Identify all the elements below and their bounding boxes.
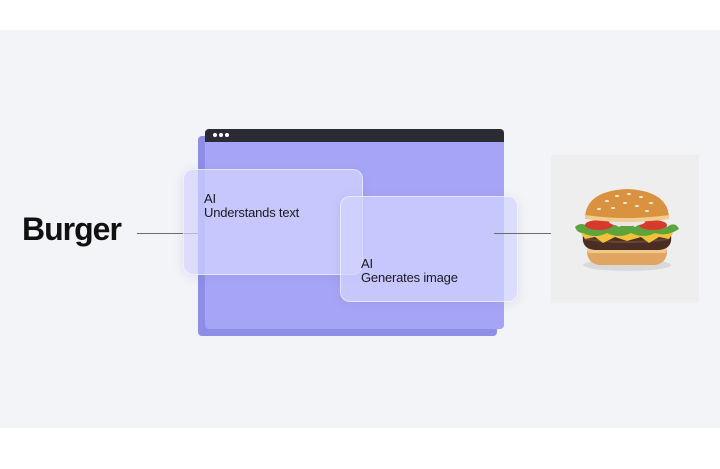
card-title: AI — [204, 191, 216, 206]
window-titlebar — [205, 129, 504, 142]
input-arrow — [137, 233, 205, 234]
window-dot-icon — [225, 133, 229, 137]
generates-image-card: AI Generates image — [340, 196, 518, 302]
window-dot-icon — [213, 133, 217, 137]
card-title: AI — [361, 256, 373, 271]
understands-text-card: AI Understands text — [183, 169, 363, 275]
window-dot-icon — [219, 133, 223, 137]
card-subtitle: Generates image — [361, 270, 458, 285]
card-subtitle: Understands text — [204, 205, 300, 220]
input-word: Burger — [22, 211, 122, 247]
output-arrow — [494, 233, 561, 234]
burger-image — [551, 155, 699, 303]
burger-illustration — [575, 189, 679, 271]
